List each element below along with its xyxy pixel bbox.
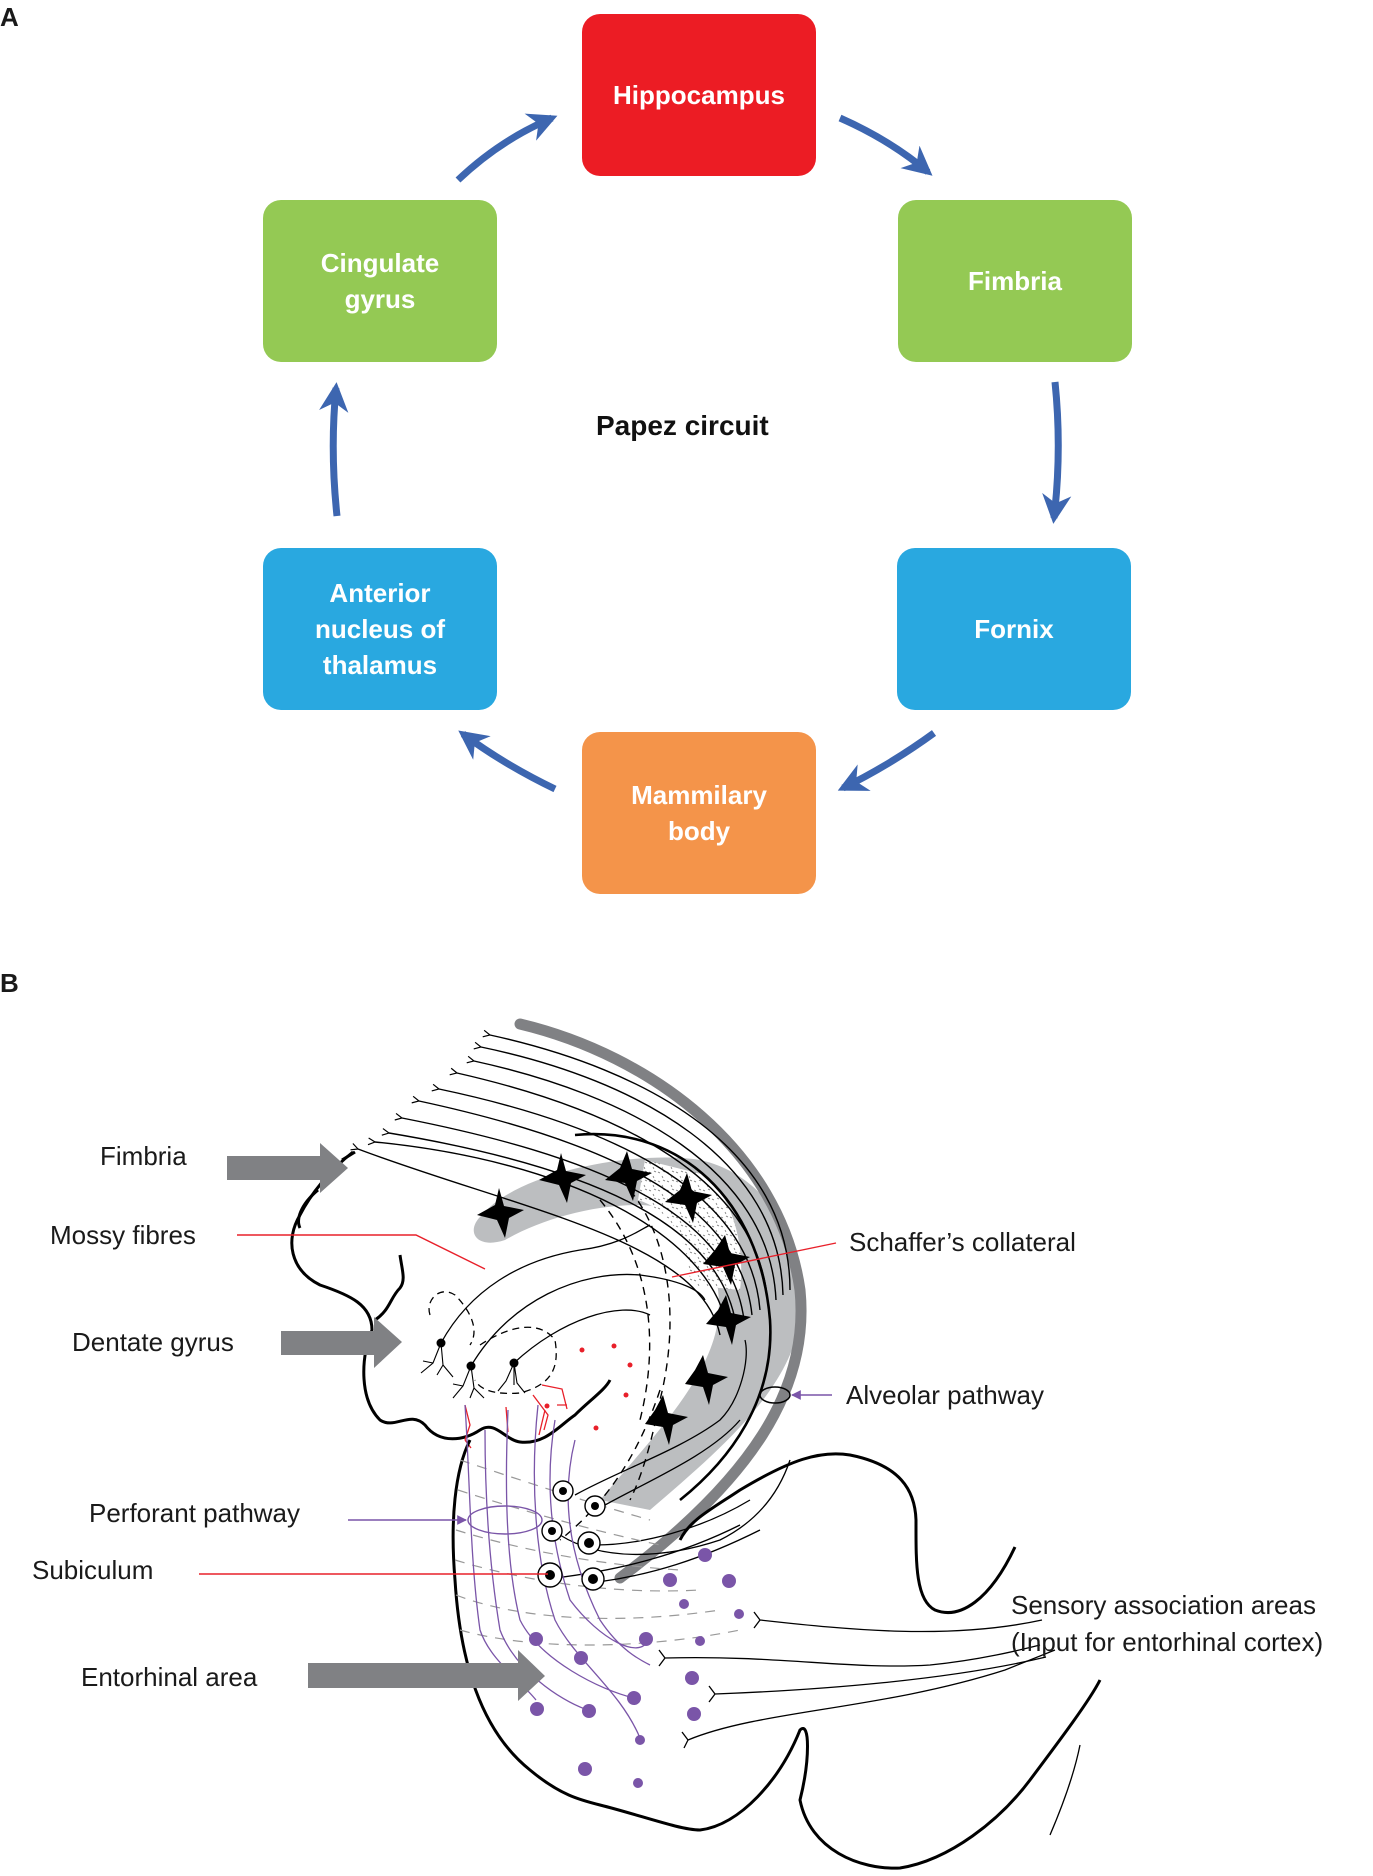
label-alveolar-pathway: Alveolar pathway xyxy=(846,1380,1044,1410)
fimbria-tip xyxy=(297,1150,356,1229)
node-label: Hippocampus xyxy=(613,80,785,110)
papez-arrows xyxy=(319,113,1072,793)
alveolar-ellipse xyxy=(759,1386,791,1404)
label-sensory-association-areas: Sensory association areas xyxy=(1011,1590,1316,1620)
node-label: Anterior nucleus of thalamus xyxy=(314,578,445,680)
alveus-arc xyxy=(514,1018,807,1584)
diagram-title: Papez circuit xyxy=(596,410,769,441)
node-label: Mammilary body xyxy=(631,780,767,846)
dentate-outline xyxy=(290,1150,612,1444)
dentate-pointer-arrow xyxy=(281,1317,402,1368)
purple-leader-lines xyxy=(348,1390,832,1535)
node-label: Cingulate gyrus xyxy=(320,248,440,314)
schaffer-leader xyxy=(671,1242,837,1278)
node-hippocampus: Hippocampus xyxy=(582,14,816,176)
granule-cells xyxy=(436,1338,519,1371)
node-anterior-nucleus-thalamus: Anterior nucleus of thalamus xyxy=(263,548,497,710)
entorhinal-pointer-arrow xyxy=(308,1650,545,1701)
arrow-hippocampus-to-fimbria xyxy=(838,114,933,176)
node-label: Fornix xyxy=(974,614,1054,644)
arrow-mammilary-to-anterior xyxy=(458,730,557,793)
label-schaffers-collateral: Schaffer’s collateral xyxy=(849,1227,1076,1257)
panel-a-label: A xyxy=(0,2,19,32)
fimbria-pointer-arrow xyxy=(227,1143,348,1193)
granule-dashed-loops xyxy=(428,1291,557,1395)
arrow-fornix-to-mammilary xyxy=(837,730,937,792)
sensory-fibres xyxy=(658,1611,1056,1749)
label-mossy-fibres: Mossy fibres xyxy=(50,1220,196,1250)
perforant-ellipse xyxy=(467,1505,543,1535)
node-fimbria: Fimbria xyxy=(898,200,1132,362)
granule-dendrites xyxy=(420,1342,526,1399)
cortex-thin-line xyxy=(1049,1744,1081,1836)
pyramidal-neurons xyxy=(477,1151,751,1445)
node-mammilary-body: Mammilary body xyxy=(582,732,816,894)
red-dots xyxy=(544,1343,633,1431)
label-input-entorhinal-cortex: (Input for entorhinal cortex) xyxy=(1011,1627,1324,1657)
red-leader-lines xyxy=(199,1234,837,1575)
label-pointer-arrows xyxy=(227,1143,545,1701)
node-label: Fimbria xyxy=(968,266,1062,296)
node-cingulate-gyrus: Cingulate gyrus xyxy=(263,200,497,362)
arrow-anterior-to-cingulate xyxy=(319,382,349,517)
node-fornix: Fornix xyxy=(897,548,1131,710)
label-entorhinal-area: Entorhinal area xyxy=(81,1662,258,1692)
arrow-cingulate-to-hippocampus xyxy=(455,113,558,183)
label-fimbria: Fimbria xyxy=(100,1141,187,1171)
panel-b-label: B xyxy=(0,968,19,998)
dentate-inner-notch xyxy=(374,1254,405,1322)
arrow-fimbria-to-fornix xyxy=(1042,381,1072,524)
entorhinal-neurons xyxy=(529,1548,744,1788)
cortex-outline-upper xyxy=(678,1452,1017,1614)
label-subiculum: Subiculum xyxy=(32,1555,154,1585)
subiculum-nuclei xyxy=(545,1487,599,1584)
label-perforant-pathway: Perforant pathway xyxy=(89,1498,301,1528)
mossy-leader xyxy=(237,1234,486,1270)
label-dentate-gyrus: Dentate gyrus xyxy=(72,1327,234,1357)
